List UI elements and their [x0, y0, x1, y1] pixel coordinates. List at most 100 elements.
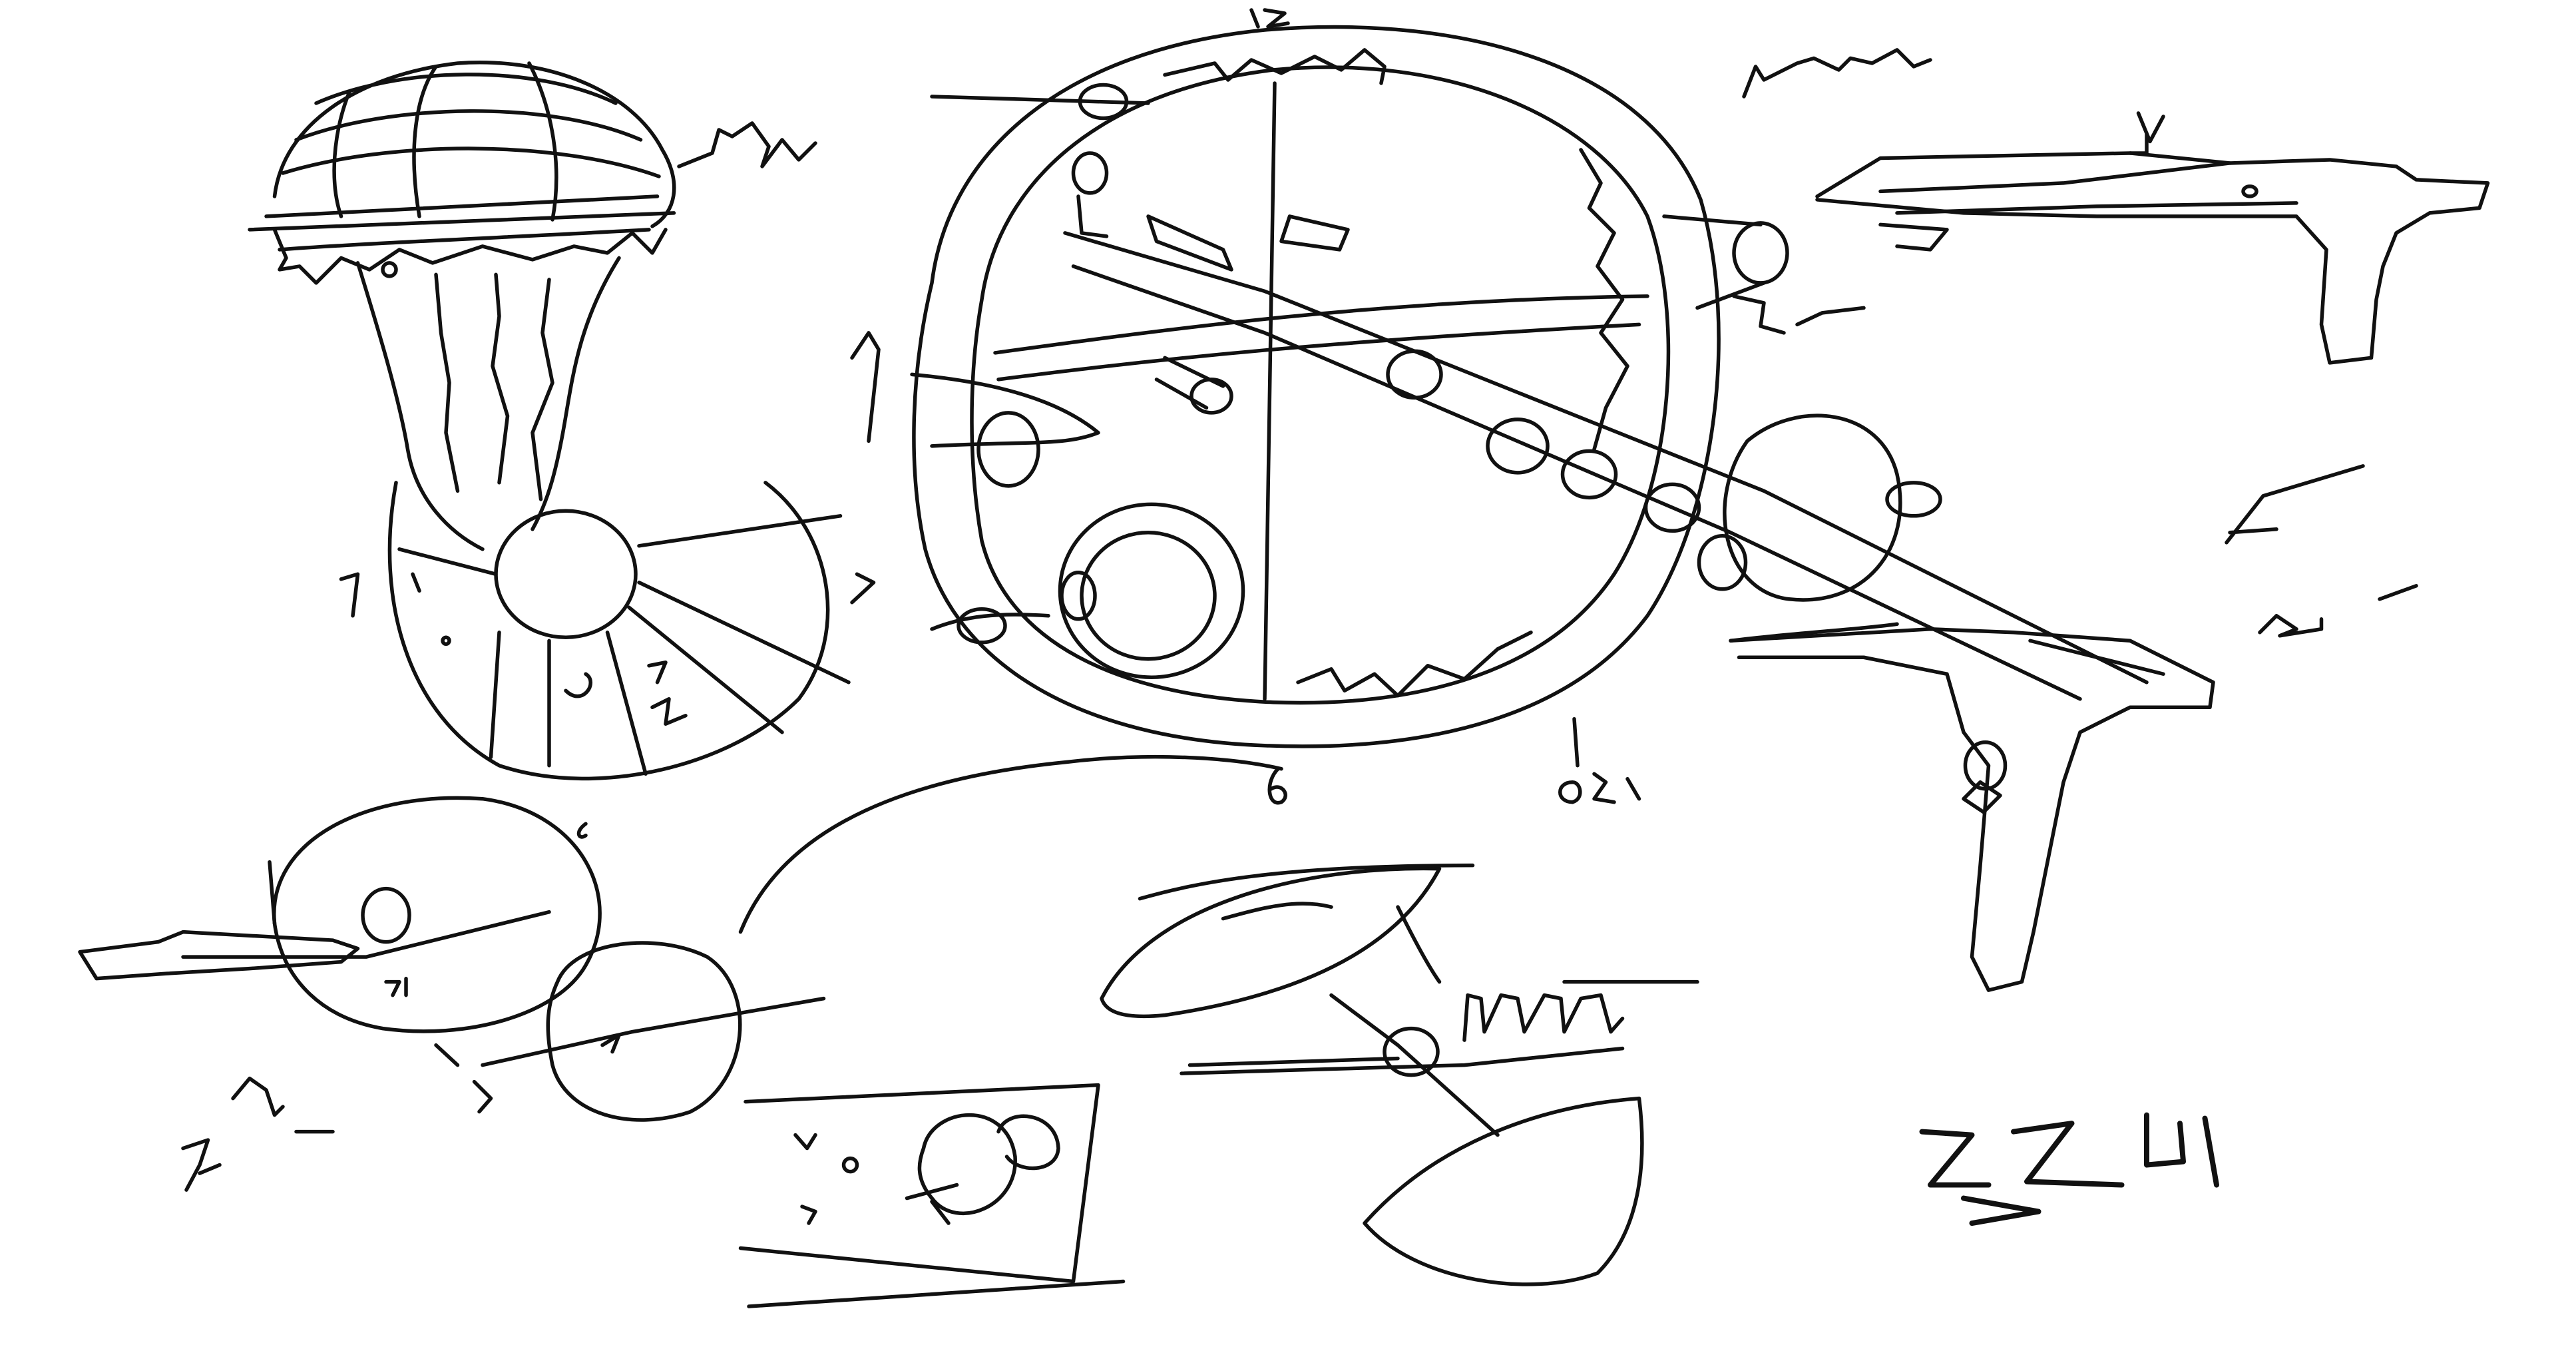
long-gun-frame-circle	[1723, 413, 1902, 602]
pear-bar	[1180, 1046, 1625, 1075]
box-bottom-line	[747, 1279, 1126, 1308]
mushroom-screw	[381, 261, 398, 278]
pear-knob	[1383, 1026, 1440, 1077]
misc-mark-0z	[1558, 772, 1641, 804]
long-gun-drawing	[1063, 214, 2215, 992]
long-gun-stock-lines	[2028, 639, 2165, 676]
long-gun-bracket-scribble	[1732, 294, 1866, 335]
mushroom-base-spoke-1	[489, 631, 501, 759]
wheel-drawing	[850, 8, 1721, 805]
wheel-knob-2-stem	[1076, 194, 1109, 238]
mushroom-stem-texture-3	[531, 278, 554, 501]
pistol-arrow	[2128, 111, 2165, 155]
long-gun-barrel-top	[1063, 231, 2149, 684]
scribble-char-1	[1919, 1129, 1992, 1188]
scribble-char-1b	[1961, 1195, 2041, 1226]
wheel-handle-1	[1146, 214, 1233, 272]
wheel-horizontal-spoke-2	[996, 322, 1641, 382]
pear-comb	[1462, 993, 1625, 1042]
pear-stick	[1329, 993, 1500, 1137]
mushroom-base-hub	[494, 509, 638, 640]
wheel-left-bracket	[910, 372, 1100, 448]
wheel-bottom-jagged	[1296, 631, 1533, 698]
mushroom-base-dot	[441, 635, 451, 647]
wheel-horizontal-spoke	[993, 294, 1649, 355]
wheel-vertical-spoke	[1263, 81, 1277, 701]
eye-drawing	[1100, 863, 1475, 1019]
rifle-drawing	[78, 754, 1283, 1192]
rifle-scribble-bottom	[181, 1076, 335, 1192]
mushroom-cap-outline	[272, 61, 676, 228]
pistol-top-slide	[1878, 161, 2232, 194]
rifle-line-long	[481, 996, 826, 1067]
wheel-outer-rim	[912, 25, 1721, 748]
rifle-label-6	[576, 822, 588, 839]
rifle-circle-2	[546, 941, 742, 1122]
pistol-grip-dot	[2241, 184, 2258, 198]
wheel-inner-rim	[970, 65, 1671, 705]
scribble-char-2	[2011, 1121, 2125, 1188]
right-small-mark	[2258, 584, 2418, 638]
long-gun-round-end	[1885, 481, 1942, 518]
mushroom-base-mark-2	[411, 572, 421, 593]
wheel-left-tube	[930, 613, 1050, 631]
mushroom-rim-2	[264, 194, 660, 218]
wheel-left-bulb	[976, 411, 1040, 488]
box-frame	[738, 1083, 1100, 1284]
mushroom-base-mark-6	[850, 572, 876, 605]
long-gun-lower-slat	[1729, 622, 1899, 643]
mushroom-base-spoke-7	[397, 547, 498, 577]
mushroom-rim-1	[248, 211, 676, 232]
eye-outer	[1100, 866, 1442, 1019]
long-gun-ring-2	[1486, 417, 1550, 475]
rifle-mark-bottom	[472, 1079, 493, 1114]
long-gun-sight-bracket	[1662, 214, 1766, 310]
rifle-circle-1	[272, 796, 602, 1033]
box-circles	[917, 1113, 1060, 1216]
mushroom-base-spoke-5	[637, 581, 851, 684]
long-gun-ring-3	[1560, 449, 1618, 500]
mushroom-base-mark-1	[339, 572, 360, 618]
misc-mark-diamond	[1962, 780, 2002, 814]
wheel-label-bottom-scribble	[1267, 766, 1287, 805]
wheel-left-tube-end	[957, 607, 1007, 645]
misc-marks-drawing	[1558, 716, 2002, 814]
scribble-char-4	[2202, 1115, 2219, 1188]
box-drawing	[738, 1083, 1126, 1308]
wheel-top-jagged	[1163, 48, 1387, 85]
scribble-text-drawing	[1919, 1112, 2219, 1226]
long-gun-stock	[1729, 627, 2215, 992]
pistol-drawing	[1742, 48, 2490, 365]
right-arrow-mark	[2225, 464, 2365, 545]
wheel-handle-2	[1279, 214, 1350, 252]
mushroom-base-circle	[387, 481, 830, 781]
mushroom-cap-band-1	[314, 73, 618, 105]
wheel-dome-inner	[1080, 531, 1217, 661]
box-mark-1	[793, 1133, 817, 1151]
box-dot	[841, 1156, 859, 1174]
pistol-label-scribble	[1742, 48, 1932, 99]
mushroom-cap-meridian-3	[332, 89, 351, 218]
long-gun-trigger-knob	[1963, 740, 2008, 791]
long-gun-ring-5	[1697, 534, 1748, 591]
pistol-inner-line	[1895, 201, 2298, 215]
rifle-label-71	[384, 976, 408, 997]
wheel-right-jagged	[1579, 148, 1629, 451]
mushroom-stem-texture-2	[491, 272, 510, 485]
right-marks-drawing	[2225, 464, 2418, 638]
long-gun-sight	[1732, 221, 1789, 285]
pear-bar-2	[1187, 1056, 1400, 1067]
wheel-dome-cap	[1060, 571, 1097, 621]
rifle-arrow	[600, 1033, 621, 1054]
wheel-dome-outer	[1058, 502, 1245, 679]
mushroom-base-mark-3	[647, 661, 668, 684]
mushroom-stem-left	[355, 261, 485, 551]
wheel-knob-2	[1071, 151, 1109, 195]
mushroom-stem-right	[531, 256, 621, 531]
wheel-top-knob-line	[930, 95, 1150, 105]
mushroom-base-spoke-4	[627, 605, 784, 734]
rifle-tick	[268, 860, 277, 926]
eye-lash-1	[1138, 863, 1475, 901]
mushroom-cap-band-3	[281, 146, 661, 178]
